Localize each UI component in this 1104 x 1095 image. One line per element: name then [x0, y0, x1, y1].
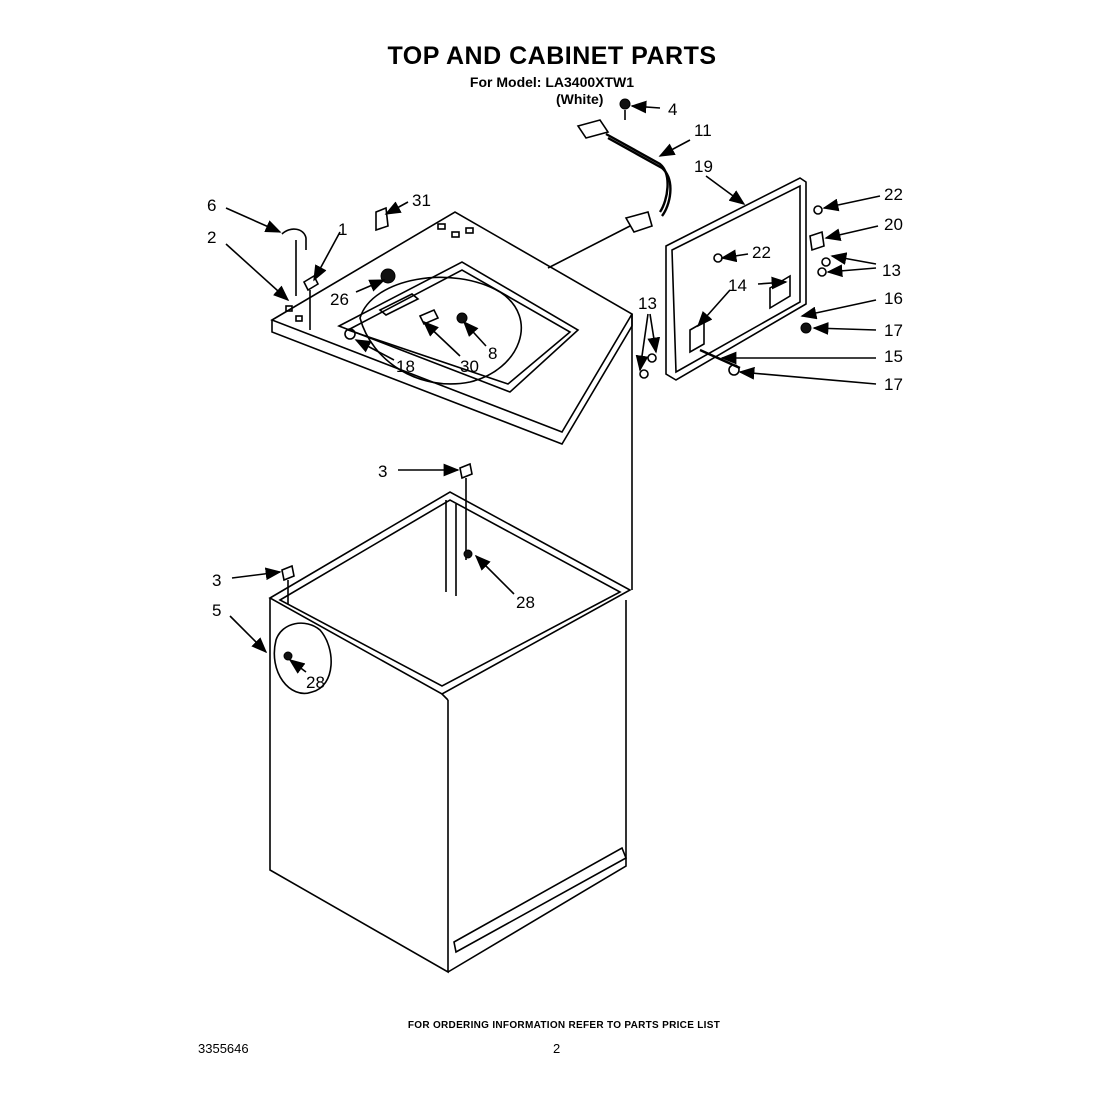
page-title: TOP AND CABINET PARTS — [387, 42, 717, 70]
callout-20: 20 — [884, 215, 903, 234]
callout-13-right: 13 — [882, 261, 901, 280]
lid-switch-harness — [547, 98, 672, 269]
lid-assembly — [639, 177, 831, 381]
callout-5: 5 — [212, 601, 221, 620]
callout-28-inner: 28 — [516, 593, 535, 612]
callout-1: 1 — [338, 220, 347, 239]
callout-15: 15 — [884, 347, 903, 366]
callout-13-left: 13 — [638, 294, 657, 313]
callout-3-upper: 3 — [378, 462, 387, 481]
washer-top-panel — [270, 211, 634, 590]
ordering-note: FOR ORDERING INFORMATION REFER TO PARTS … — [407, 1020, 721, 1031]
callout-28-cutaway: 28 — [306, 673, 325, 692]
top-hardware — [281, 206, 468, 330]
callout-22-top: 22 — [884, 185, 903, 204]
callout-11: 11 — [694, 121, 712, 140]
callout-8: 8 — [488, 344, 497, 363]
callout-19: 19 — [694, 157, 713, 176]
callout-6: 6 — [207, 196, 216, 215]
callout-26: 26 — [330, 290, 349, 309]
callout-3-lower: 3 — [212, 571, 221, 590]
callout-30: 30 — [460, 357, 479, 376]
page-number: 2 — [553, 1041, 561, 1056]
callout-16: 16 — [884, 289, 903, 308]
callout-2: 2 — [207, 228, 216, 247]
document-number: 3355646 — [198, 1041, 249, 1056]
callout-31: 31 — [412, 191, 431, 210]
cabinet — [268, 462, 632, 974]
callout-14: 14 — [728, 276, 747, 295]
model-line: For Model: LA3400XTW1 — [469, 74, 635, 90]
color-variant: (White) — [556, 91, 604, 107]
callout-22-mid: 22 — [752, 243, 771, 262]
callout-4: 4 — [668, 100, 677, 119]
leader-arrows — [225, 100, 881, 674]
callout-18: 18 — [396, 357, 415, 376]
callout-17-upper: 17 — [884, 321, 903, 340]
callout-17-lower: 17 — [884, 375, 903, 394]
